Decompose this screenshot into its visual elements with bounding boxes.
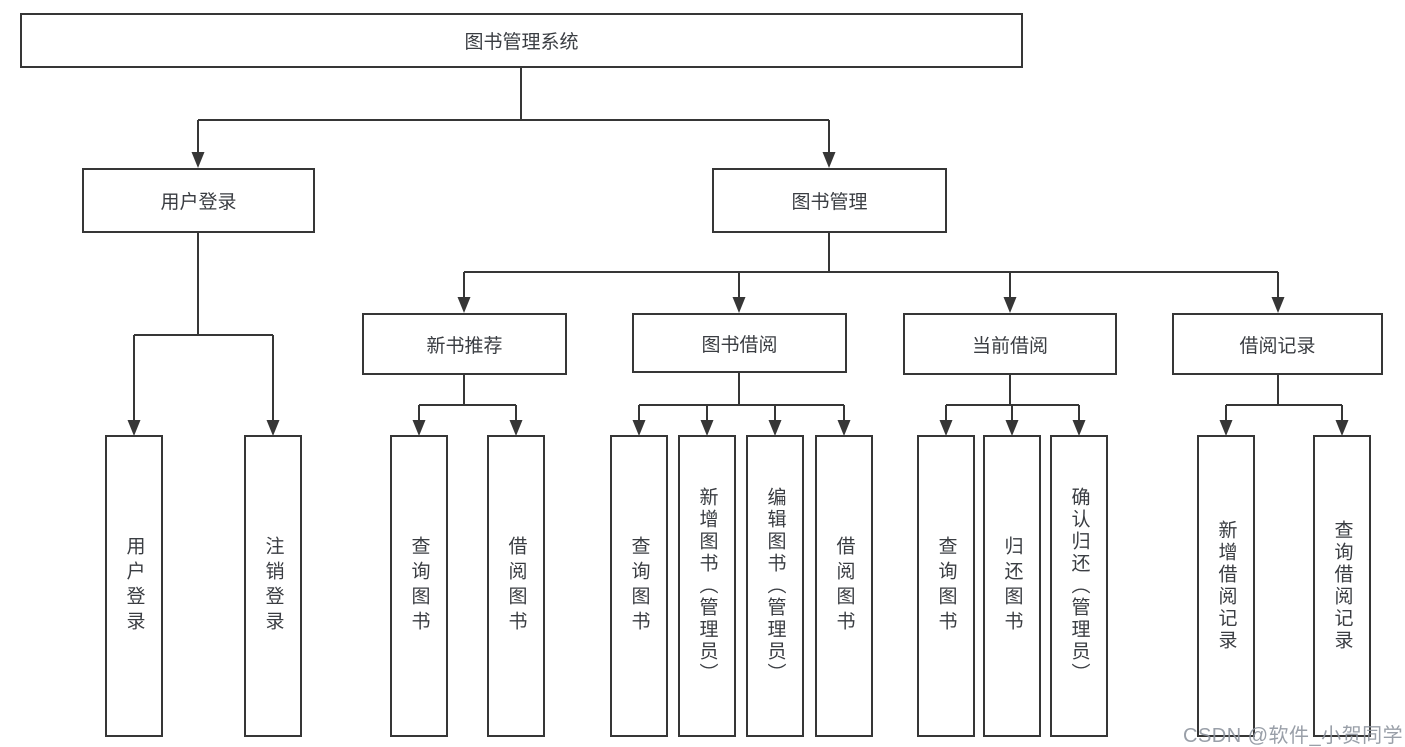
csdn-watermark: CSDN @软件_小贺同学 [1183,725,1404,747]
leaf-query-borrow-record: 查询借阅记录 [1313,435,1371,737]
leaf-query-books-borrow: 查询图书 [610,435,668,737]
leaf-logout: 注销登录 [244,435,302,737]
leaf-borrow-books: 借阅图书 [815,435,873,737]
node-borrow-records: 借阅记录 [1172,313,1383,375]
node-book-management: 图书管理 [712,168,947,233]
leaf-borrow-books-recommend: 借阅图书 [487,435,545,737]
leaf-confirm-return-admin: 确认归还（管理员） [1050,435,1108,737]
node-library-management-system: 图书管理系统 [20,13,1023,68]
leaf-add-books-admin: 新增图书（管理员） [678,435,736,737]
leaf-user-login: 用户登录 [105,435,163,737]
node-new-book-recommend: 新书推荐 [362,313,567,375]
leaf-return-books: 归还图书 [983,435,1041,737]
leaf-query-books-recommend: 查询图书 [390,435,448,737]
node-book-borrow: 图书借阅 [632,313,847,373]
leaf-query-books-current: 查询图书 [917,435,975,737]
node-user-login: 用户登录 [82,168,315,233]
leaf-edit-books-admin: 编辑图书（管理员） [746,435,804,737]
node-current-borrow: 当前借阅 [903,313,1117,375]
leaf-add-borrow-record: 新增借阅记录 [1197,435,1255,737]
